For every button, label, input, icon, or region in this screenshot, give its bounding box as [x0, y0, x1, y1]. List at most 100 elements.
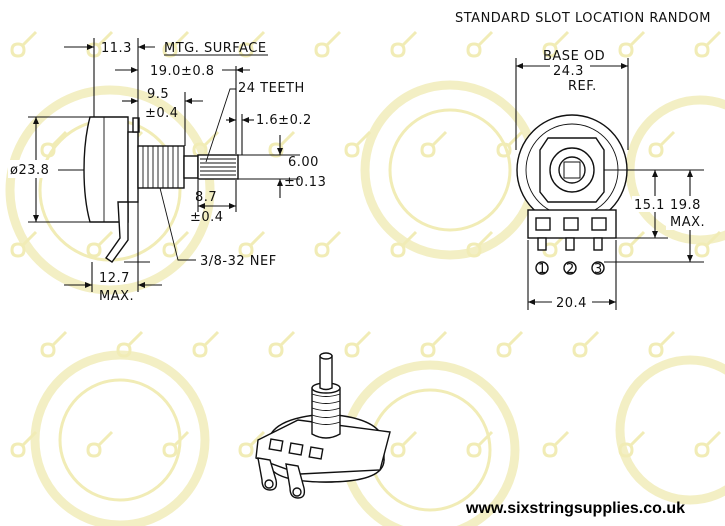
guitar-watermark-icon: [40, 130, 68, 158]
website-url: www.sixstringsupplies.co.uk: [465, 500, 685, 517]
front-view: STANDARD SLOT LOCATION RANDOM BASE OD 24…: [455, 11, 714, 311]
guitar-watermark-icon: [192, 130, 220, 158]
arrow: [652, 170, 658, 177]
dim-6-00-tol: ±0.13: [284, 175, 326, 190]
guitar-watermark-icon: [390, 230, 418, 258]
shaft-slot: [563, 161, 581, 179]
solder-lugs-3d: [257, 457, 306, 499]
arrow: [229, 203, 236, 209]
shaft-3d: [319, 355, 333, 391]
arrow: [131, 67, 138, 73]
guitar-watermark-icon: [86, 430, 114, 458]
terminal-board-3d: [255, 419, 391, 475]
terminal-pins: [535, 237, 605, 275]
arrow: [687, 255, 693, 262]
arrow: [242, 117, 249, 123]
threaded-bushing: [137, 145, 185, 189]
dim-19-8-max: MAX.: [670, 215, 705, 230]
bushing-threads: [142, 146, 179, 188]
guitar-watermark-icon: [496, 130, 524, 158]
guitar-watermark-icon: [648, 330, 676, 358]
dim-15-1-bg: [632, 196, 664, 212]
guitar-watermark-icon: [466, 230, 494, 258]
dim-23-8-bg: [8, 160, 58, 178]
guitar-watermark-icon: [648, 130, 676, 158]
guitar-watermark-icon: [162, 230, 190, 258]
mounting-flange: [127, 131, 139, 203]
guitar-watermark-icon: [496, 330, 524, 358]
watermark-seal-bottom-right: [615, 355, 725, 505]
guitar-watermark-icon: [466, 30, 494, 58]
watermark-guitar-icons: [10, 30, 722, 458]
arrow: [236, 67, 243, 73]
guitar-watermark-icon: [40, 330, 68, 358]
guitar-watermark-icon: [86, 230, 114, 258]
arrow: [87, 44, 94, 50]
arrow: [528, 299, 535, 305]
guitar-watermark-icon: [192, 330, 220, 358]
arrow: [198, 203, 205, 209]
arrow: [609, 299, 616, 305]
arrow: [33, 117, 39, 124]
guitar-watermark-icon: [618, 430, 646, 458]
shaft-top-3d: [319, 352, 333, 360]
arrow: [33, 215, 39, 222]
dim-9-5: 9.5: [147, 87, 169, 102]
guitar-watermark-icon: [314, 30, 342, 58]
arrow: [229, 117, 236, 123]
dim-19: 19.0±0.8: [150, 64, 215, 79]
dim-12-7: 12.7: [99, 271, 130, 286]
terminal-slots: [535, 217, 607, 231]
guitar-watermark-icon: [618, 230, 646, 258]
arrow: [516, 63, 523, 69]
guitar-watermark-icon: [238, 230, 266, 258]
guitar-watermark-icon: [116, 330, 144, 358]
dim-20-4-val: 20.4: [556, 296, 587, 311]
base-od-value: 24.3: [553, 64, 584, 79]
guitar-watermark-icon: [344, 330, 372, 358]
dim-15-1-val: 15.1: [634, 198, 665, 213]
thread-label: 3/8-32 NEF: [200, 254, 277, 269]
dim-9-5-tol: ±0.4: [145, 106, 179, 121]
arrow: [138, 282, 145, 288]
teeth-leader: [205, 88, 236, 163]
arrow: [277, 179, 283, 186]
solder-lug: [105, 201, 129, 263]
dim-23-8-val: ø23.8: [10, 163, 49, 178]
guitar-watermark-icon: [420, 330, 448, 358]
terminal-tabs-3d: [268, 438, 324, 460]
guitar-watermark-icon: [694, 230, 722, 258]
guitar-watermark-icon: [694, 30, 722, 58]
base-od-label: BASE OD: [543, 49, 605, 64]
dim-1-6: 1.6±0.2: [256, 113, 312, 128]
guitar-watermark-icon: [420, 130, 448, 158]
guitar-watermark-icon: [238, 30, 266, 58]
guitar-watermark-icon: [268, 330, 296, 358]
arrow: [652, 231, 658, 238]
arrow: [131, 98, 138, 104]
shaft-knurls: [200, 158, 236, 176]
dim-8-7-val: 8.7: [195, 190, 217, 205]
guitar-watermark-icon: [466, 430, 494, 458]
slot-note: STANDARD SLOT LOCATION RANDOM: [455, 11, 711, 26]
guitar-watermark-icon: [618, 30, 646, 58]
guitar-watermark-icon: [542, 430, 570, 458]
thread-leader: [159, 187, 196, 261]
guitar-watermark-icon: [542, 30, 570, 58]
arrow: [185, 98, 192, 104]
guitar-watermark-icon: [268, 130, 296, 158]
pin-1-label: 1: [538, 262, 547, 277]
dim-6-00: 6.00: [288, 155, 319, 170]
watermark-seal-center: [360, 80, 540, 260]
mtg-surface-label: MTG. SURFACE: [164, 41, 267, 56]
guitar-watermark-icon: [162, 430, 190, 458]
bushing-3d: [311, 387, 341, 439]
guitar-watermark-icon: [694, 430, 722, 458]
shaft-end: [558, 156, 586, 184]
bushing-threads-3d: [311, 393, 341, 425]
guitar-watermark-icon: [10, 230, 38, 258]
guitar-watermark-icon: [10, 430, 38, 458]
arrow: [621, 63, 628, 69]
